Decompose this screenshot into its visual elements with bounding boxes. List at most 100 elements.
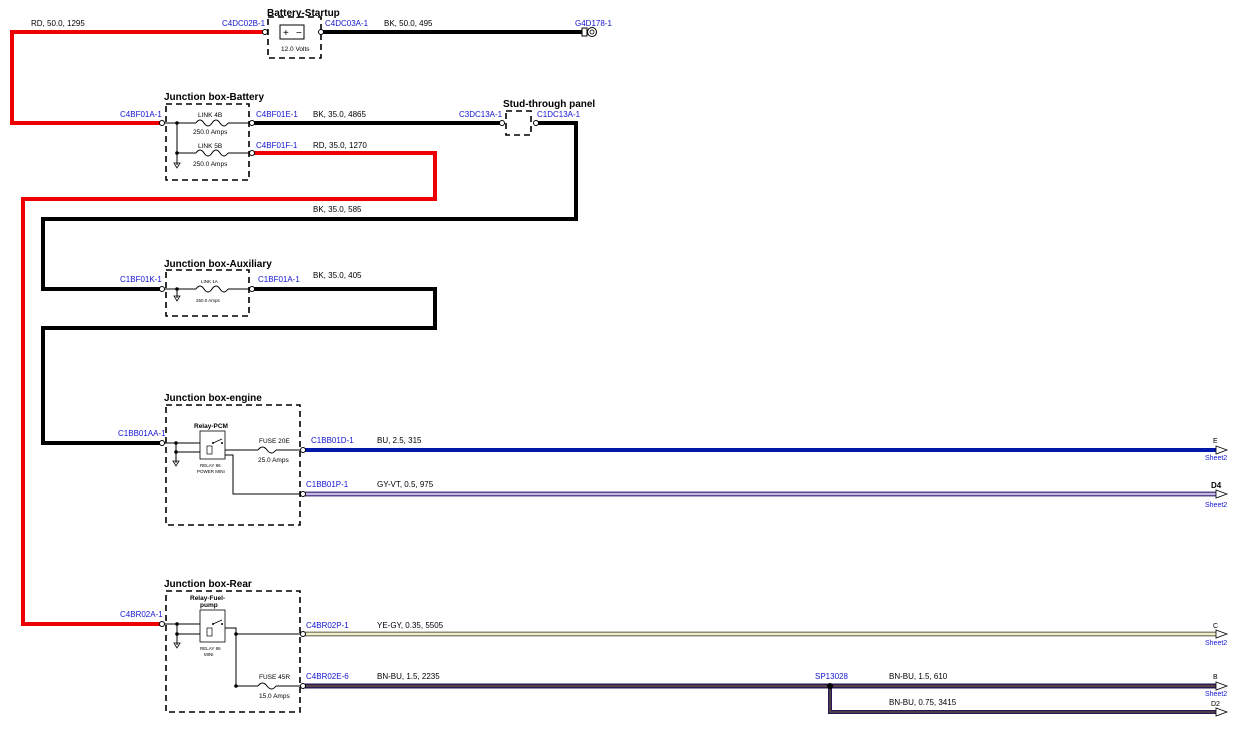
- offsheet-arrow-icon[interactable]: [1215, 445, 1229, 455]
- wire-label: BK, 35.0, 585: [313, 205, 362, 214]
- stud-title: Stud-through panel: [503, 99, 595, 110]
- connector-label[interactable]: C4BR02P-1: [306, 621, 349, 630]
- fusible-link-icon: [195, 285, 229, 293]
- connector-label[interactable]: G4D178-1: [575, 19, 612, 28]
- wires: [10, 30, 1216, 714]
- stud-through-panel: Stud-through panel C3DC13A-1 C1DC13A-1 B…: [313, 99, 595, 214]
- relay-subtitle: POWER MINI: [197, 469, 225, 474]
- wire-rd-50-1295[interactable]: [10, 30, 264, 125]
- connector-label[interactable]: C4BF01F-1: [256, 141, 298, 150]
- wire-rd-35-1270[interactable]: [21, 151, 437, 626]
- wire-label: YE-GY, 0.35, 5505: [377, 621, 444, 630]
- relay-coil-icon: [206, 627, 213, 637]
- connector-label[interactable]: C1BB01D-1: [311, 436, 354, 445]
- connector-label[interactable]: C1BF01A-1: [258, 275, 300, 284]
- fuse-rating: 25.0 Amps: [258, 457, 289, 464]
- connector-label[interactable]: C1BF01K-1: [120, 275, 162, 284]
- relay-title: pump: [200, 602, 218, 609]
- fuse-name: FUSE 45R: [259, 674, 290, 681]
- battery-title: Battery-Startup: [267, 8, 340, 19]
- terminal-icon: [499, 120, 505, 126]
- terminal-icon: [262, 29, 268, 35]
- relay-subtitle: RELAY 86: [200, 463, 221, 468]
- offsheet-ref: B: [1213, 674, 1218, 681]
- splice-dot[interactable]: [827, 683, 833, 689]
- fuse-rating: 15.0 Amps: [259, 693, 290, 700]
- wire-label: BK, 50.0, 495: [384, 19, 433, 28]
- relay-switch-icon: [212, 619, 223, 625]
- link-name: LINK 4B: [198, 112, 222, 119]
- ground-arrow-icon: [173, 642, 181, 649]
- wire-label: RD, 35.0, 1270: [313, 141, 367, 150]
- terminal-icon: [533, 120, 539, 126]
- connector-label[interactable]: C4DC02B-1: [222, 19, 266, 28]
- offsheet-ref: C: [1213, 623, 1218, 630]
- ground-icon-inner: [589, 29, 595, 35]
- offsheet-arrow-icon[interactable]: [1215, 707, 1229, 717]
- terminal-icon: [159, 621, 165, 627]
- relay-icon: [199, 609, 226, 643]
- relay-subtitle: MINI: [204, 652, 214, 657]
- offsheet-sheet-link[interactable]: Sheet2: [1205, 640, 1227, 647]
- relay-subtitle: RELAY 86: [200, 646, 221, 651]
- wire-label: BN-BU, 0.75, 3415: [889, 698, 957, 707]
- junction-box-auxiliary: Junction box-Auxiliary LINK 1A 250.0 Amp…: [120, 259, 362, 317]
- connector-label[interactable]: C4BR02A-1: [120, 610, 163, 619]
- fuse-icon: [257, 446, 277, 454]
- terminal-icon: [249, 120, 255, 126]
- terminal-icon: [159, 440, 165, 446]
- terminal-icon: [318, 29, 324, 35]
- terminal-icon: [249, 286, 255, 292]
- wire-label: BK, 35.0, 4865: [313, 110, 366, 119]
- terminal-icon: [300, 683, 306, 689]
- terminal-icon: [300, 491, 306, 497]
- ground-arrow-icon: [173, 162, 181, 169]
- ground-arrow-icon: [172, 460, 180, 467]
- battery-startup: Battery-Startup + − 12.0 Volts C4DC02B-1…: [31, 8, 612, 59]
- connector-label[interactable]: C4BR02E-6: [306, 672, 349, 681]
- offsheet-arrow-icon[interactable]: [1215, 489, 1229, 499]
- wire-label: BN-BU, 1.5, 2235: [377, 672, 440, 681]
- offsheet-arrow-icon[interactable]: [1215, 629, 1229, 639]
- link-rating: 250.0 Amps: [193, 129, 228, 136]
- offsheet-ref: D2: [1211, 701, 1220, 708]
- connector-label[interactable]: C4BF01A-1: [120, 110, 162, 119]
- jb-aux-title: Junction box-Auxiliary: [164, 259, 272, 270]
- fusible-link-icon: [195, 149, 229, 157]
- ground-connector-icon: [581, 27, 588, 37]
- wire-label: BU, 2.5, 315: [377, 436, 422, 445]
- fuse-name: FUSE 20E: [259, 438, 290, 445]
- splice-label[interactable]: SP13028: [815, 672, 848, 681]
- relay-switch-icon: [212, 438, 223, 444]
- battery-icon: [279, 24, 305, 40]
- offsheet-ref: D4: [1211, 481, 1222, 490]
- wire-bk-35-405[interactable]: [41, 287, 437, 445]
- terminal-icon: [300, 631, 306, 637]
- offsheet-sheet-link[interactable]: Sheet2: [1205, 502, 1227, 509]
- connector-label[interactable]: C1BB01AA-1: [118, 429, 166, 438]
- connector-label[interactable]: C1BB01P-1: [306, 480, 349, 489]
- ground-arrow-icon: [173, 295, 181, 302]
- connector-label[interactable]: C3DC13A-1: [459, 110, 503, 119]
- terminal-icon: [249, 150, 255, 156]
- offsheet-ref: E: [1213, 438, 1218, 445]
- terminal-icon: [159, 286, 165, 292]
- fusible-link-icon: [195, 119, 229, 127]
- relay-title: Relay-PCM: [194, 423, 228, 430]
- connector-label[interactable]: C4BF01E-1: [256, 110, 298, 119]
- offsheet-sheet-link[interactable]: Sheet2: [1205, 455, 1227, 462]
- jb-engine-title: Junction box-engine: [164, 393, 262, 404]
- wire-bn-bu-0-75-3415[interactable]: [828, 686, 1216, 714]
- offsheet-sheet-link[interactable]: Sheet2: [1205, 691, 1227, 698]
- junction-box-battery: Junction box-Battery LINK 4B 250.0 Amps …: [120, 92, 367, 181]
- battery-plus-icon: +: [283, 28, 289, 39]
- offsheet-arrow-icon[interactable]: [1215, 681, 1229, 691]
- wire-bk-35-585[interactable]: [41, 121, 578, 291]
- connector-label[interactable]: C1DC13A-1: [537, 110, 581, 119]
- relay-icon: [199, 430, 226, 460]
- terminal-icon: [300, 447, 306, 453]
- connector-label[interactable]: C4DC03A-1: [325, 19, 369, 28]
- wire-bn-bu-branch-stripe: [829, 686, 1216, 713]
- relay-coil-icon: [206, 445, 213, 455]
- jb-rear-title: Junction box-Rear: [164, 579, 252, 590]
